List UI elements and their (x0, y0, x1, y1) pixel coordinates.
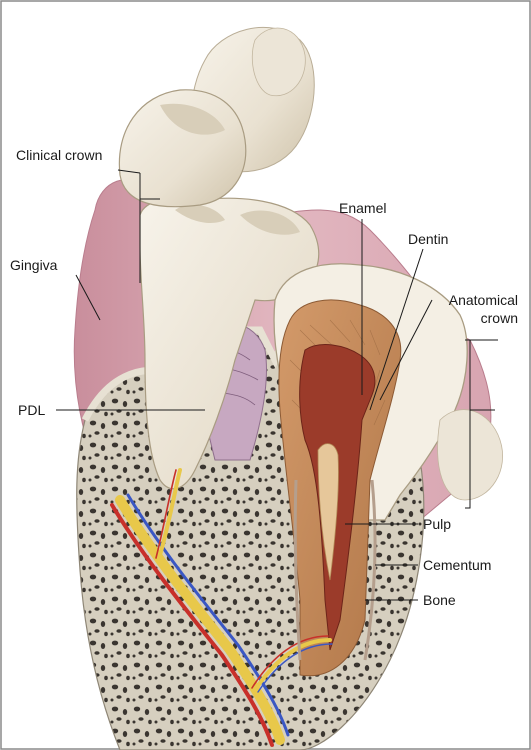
label-anatomical-crown-line1: Anatomical (448, 292, 518, 308)
label-clinical-crown: Clinical crown (16, 147, 103, 163)
label-dentin: Dentin (408, 231, 449, 247)
label-pulp: Pulp (423, 516, 452, 532)
label-pdl: PDL (18, 402, 46, 418)
label-enamel: Enamel (339, 200, 387, 216)
label-bone: Bone (423, 592, 456, 608)
label-cementum: Cementum (423, 557, 492, 573)
label-anatomical-crown-line2: crown (480, 310, 518, 326)
label-gingiva: Gingiva (10, 257, 58, 273)
